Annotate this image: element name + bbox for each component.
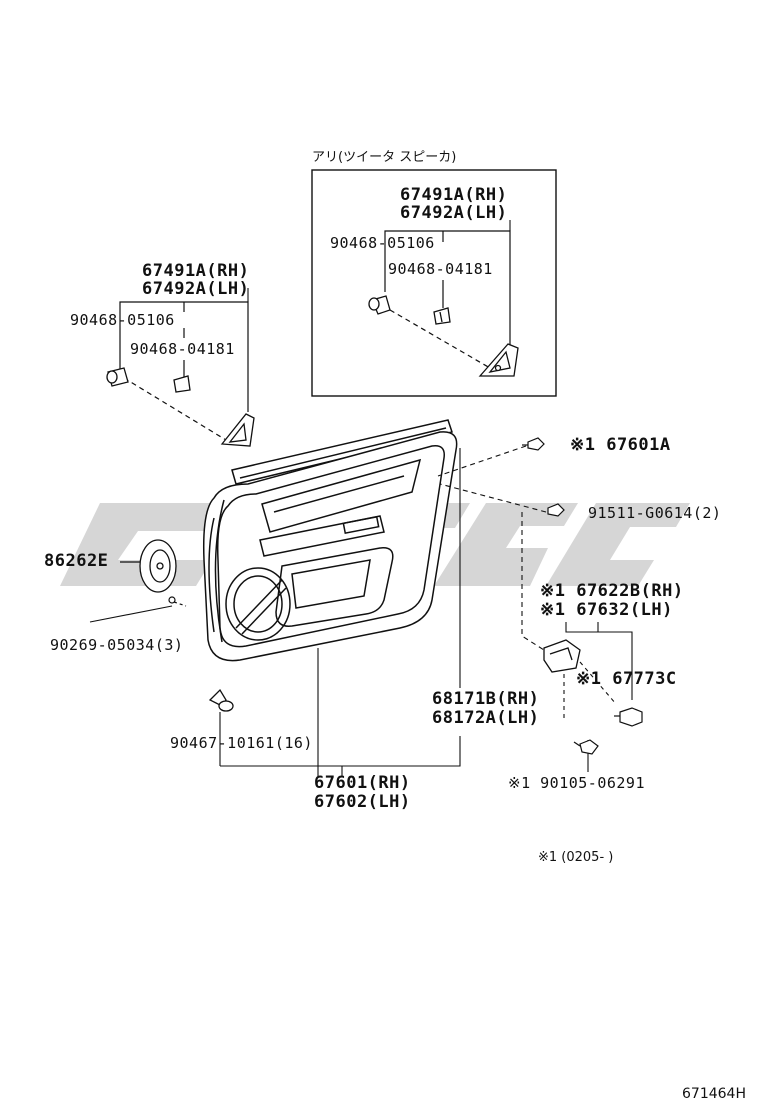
inset-tweeter-cover	[478, 343, 519, 377]
cap-label: ※1 67773C	[576, 669, 677, 689]
handle-leaders	[521, 512, 633, 772]
left-clip-a-label: 90468-05106	[70, 311, 175, 329]
inset-clip-b-label: 90468-04181	[388, 260, 493, 278]
bolt-label: ※1 90105-06291	[508, 774, 645, 792]
door-trim-panel	[202, 419, 458, 662]
figure-code: 671464H	[682, 1086, 746, 1102]
inset-clip-a-label: 90468-05106	[330, 234, 435, 252]
inset-part-rh-label: 67491A(RH)	[400, 185, 508, 205]
speaker-screw	[168, 596, 187, 607]
top-leaders	[247, 220, 511, 302]
panel-clip-90467	[208, 688, 234, 712]
pocket-rh-label: 68171B(RH)	[432, 689, 540, 709]
panel-rh-label: 67601(RH)	[314, 773, 411, 793]
screw-91511-leader	[439, 483, 547, 513]
bolt-90105	[573, 739, 599, 755]
screw-91511	[547, 503, 565, 517]
left-tweeter-cover	[220, 413, 255, 447]
footnote: ※1 (0205- )	[538, 850, 614, 865]
speaker-screw-leader	[89, 605, 173, 623]
left-cover-leaders	[119, 301, 249, 441]
panel-clip-label: 90467-10161(16)	[170, 734, 313, 752]
inset-box	[311, 169, 557, 397]
inset-title: アリ(ツイータ スピーカ)	[312, 150, 457, 165]
speaker-label: 86262E	[44, 551, 109, 571]
inset-clip-b	[433, 307, 451, 325]
screw-91511-label: 91511-G0614(2)	[588, 504, 722, 522]
left-clip-b-label: 90468-04181	[130, 340, 235, 358]
screw-67601a	[522, 437, 545, 451]
inset-leaders	[384, 230, 511, 369]
panel-lh-label: 67602(LH)	[314, 792, 411, 812]
left-cover-part-rh-label: 67491A(RH)	[142, 261, 250, 281]
pocket-lh-label: 68172A(LH)	[432, 708, 540, 728]
cap-67773c	[614, 707, 643, 727]
speaker	[120, 539, 177, 593]
inside-handle	[543, 639, 581, 673]
screw-67601a-label: ※1 67601A	[570, 435, 671, 455]
inset-clip-a	[368, 295, 391, 315]
left-cover-part-lh-label: 67492A(LH)	[142, 279, 250, 299]
left-clip-a	[106, 367, 129, 387]
panel-leaders	[220, 448, 461, 776]
handle-rh-label: ※1 67622B(RH)	[540, 581, 684, 601]
speaker-screw-label: 90269-05034(3)	[50, 636, 184, 654]
handle-lh-label: ※1 67632(LH)	[540, 600, 673, 620]
screw-67601a-leader	[437, 445, 527, 477]
inset-part-lh-label: 67492A(LH)	[400, 203, 508, 223]
left-clip-b	[173, 375, 191, 393]
